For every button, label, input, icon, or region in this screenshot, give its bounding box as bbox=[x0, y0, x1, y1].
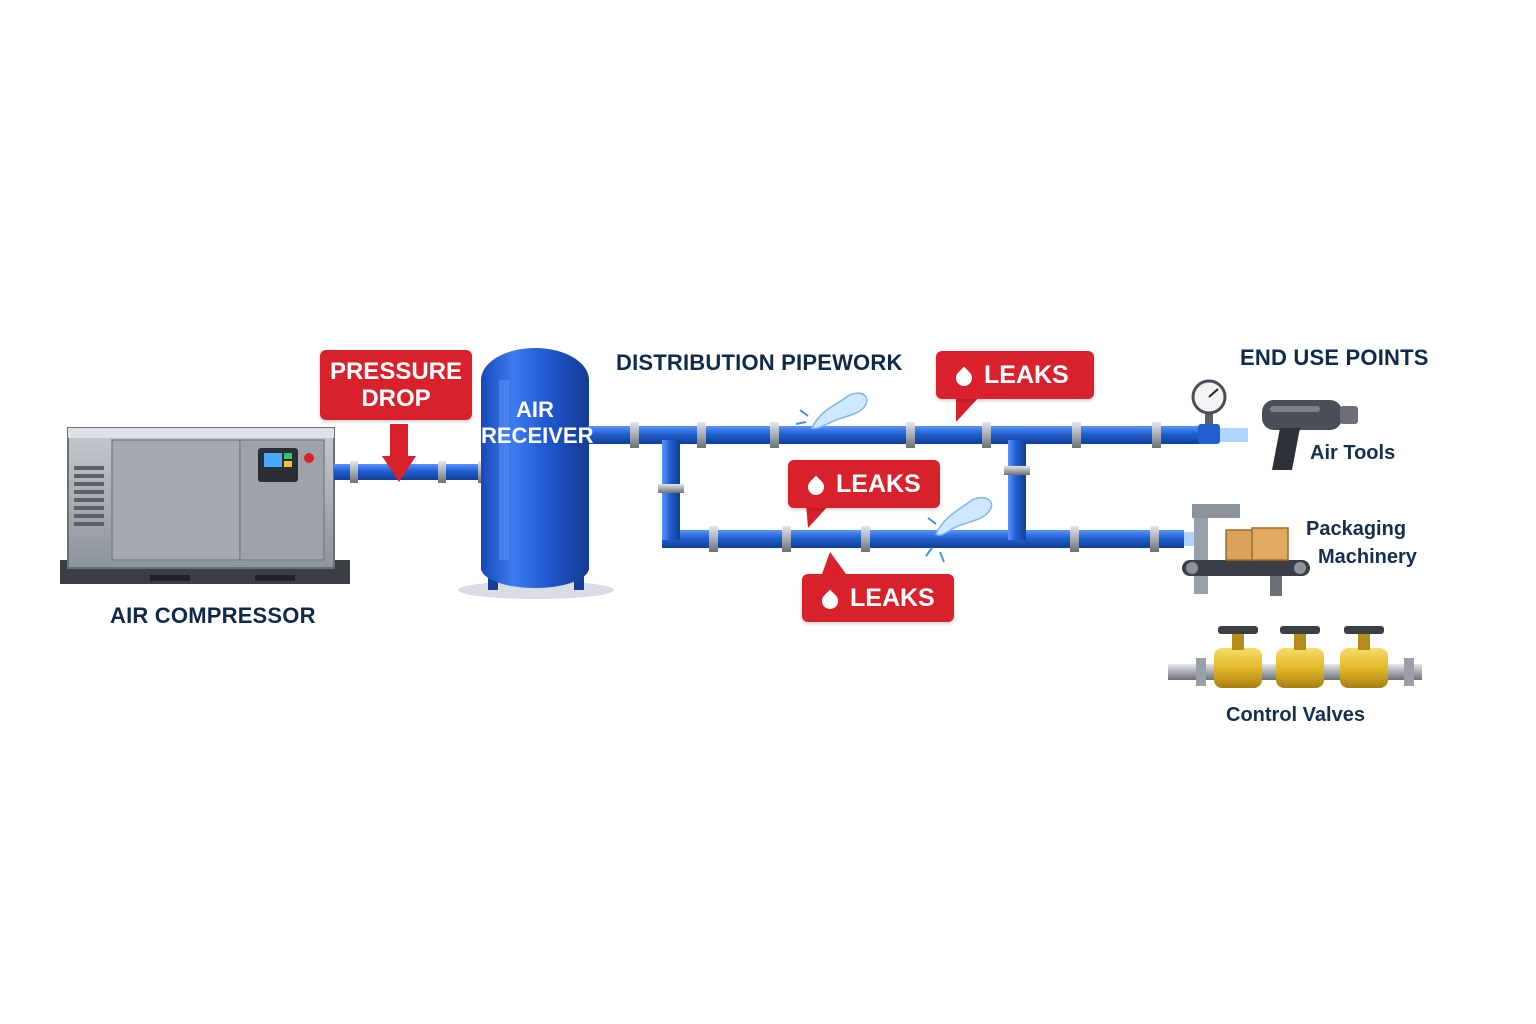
leak-label: LEAKS bbox=[850, 583, 935, 612]
leak-label: LEAKS bbox=[984, 360, 1069, 389]
air-receiver-line1: AIR bbox=[516, 397, 554, 422]
packaging-line1: Packaging bbox=[1306, 518, 1407, 540]
leak-callout-mid: LEAKS bbox=[788, 460, 940, 508]
distribution-pipework bbox=[588, 422, 1248, 552]
droplet-icon bbox=[818, 589, 842, 613]
end-use-points-label: END USE POINTS bbox=[1240, 345, 1429, 370]
packaging-machinery-icon bbox=[1182, 504, 1310, 596]
packaging-machinery-label: Packaging Machinery bbox=[1306, 515, 1417, 571]
pressure-gauge bbox=[1191, 379, 1227, 444]
control-panel bbox=[258, 448, 314, 482]
leak-plume-top bbox=[795, 392, 868, 430]
air-tools-label: Air Tools bbox=[1310, 442, 1396, 464]
leak-callout-low: LEAKS bbox=[802, 574, 954, 622]
air-tool-icon bbox=[1262, 400, 1358, 470]
pressure-drop-arrow bbox=[382, 424, 416, 482]
leak-callout-tail-mid bbox=[806, 504, 830, 528]
air-compressor-label: AIR COMPRESSOR bbox=[110, 603, 316, 628]
air-compressor bbox=[60, 427, 350, 584]
pressure-drop-line2: DROP bbox=[361, 385, 431, 412]
air-receiver-line2: RECEIVER bbox=[481, 423, 594, 448]
distribution-pipework-label: DISTRIBUTION PIPEWORK bbox=[616, 350, 903, 375]
droplet-icon bbox=[804, 475, 828, 499]
leak-callout-tail-low bbox=[822, 552, 846, 574]
droplet-icon bbox=[952, 366, 976, 390]
pressure-drop-callout: PRESSURE DROP bbox=[320, 350, 472, 420]
leak-plume-lower bbox=[925, 496, 993, 563]
leak-callout-top: LEAKS bbox=[936, 351, 1094, 399]
control-valves-icon bbox=[1168, 626, 1422, 688]
air-receiver-tank bbox=[458, 348, 614, 599]
packaging-line2: Machinery bbox=[1318, 546, 1417, 568]
vent-grille bbox=[74, 466, 104, 526]
leak-label: LEAKS bbox=[836, 469, 921, 498]
leak-callout-tail-top bbox=[956, 396, 980, 422]
control-valves-label: Control Valves bbox=[1226, 704, 1365, 726]
pressure-drop-line1: PRESSURE bbox=[329, 358, 463, 385]
air-receiver-label: AIR RECEIVER bbox=[481, 397, 594, 449]
